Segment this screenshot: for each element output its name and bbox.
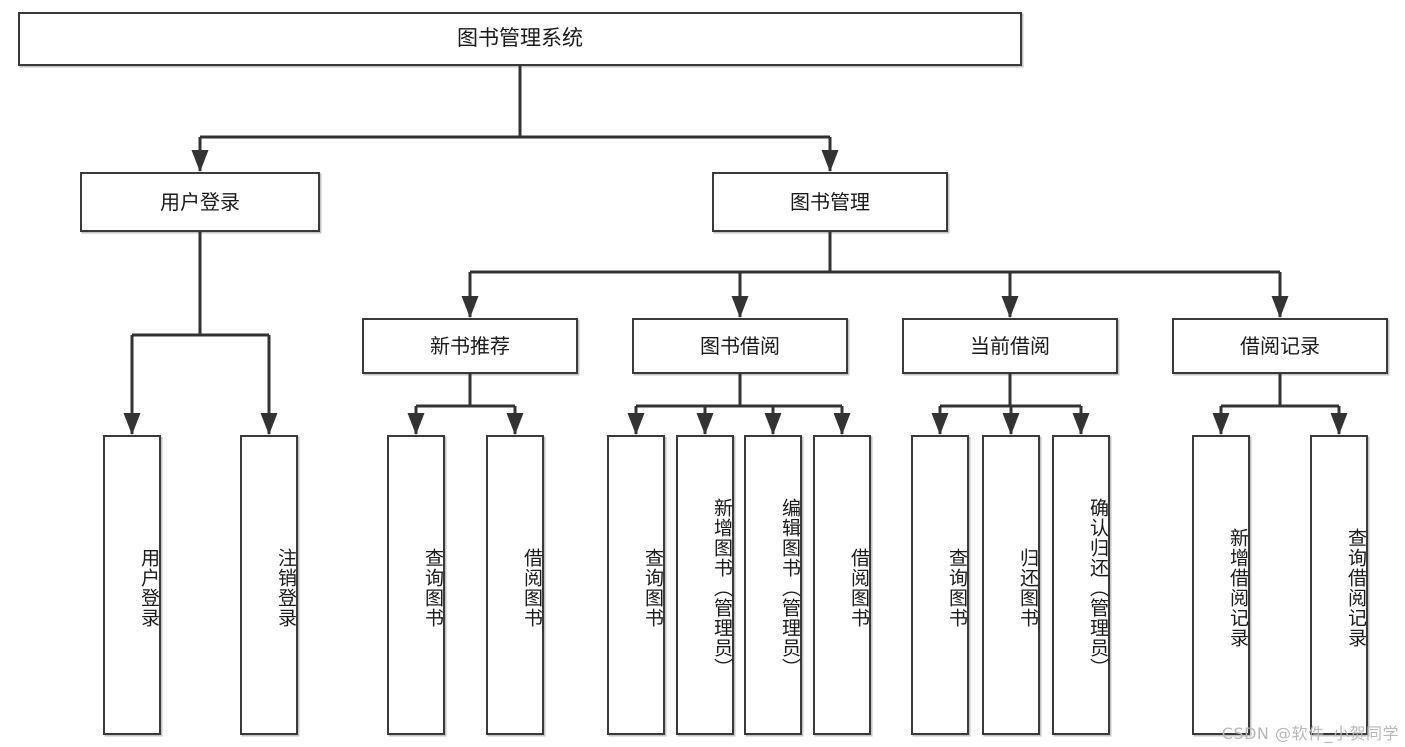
node-label: 用户登录 — [160, 189, 240, 214]
node-label: 图书管理系统 — [457, 26, 583, 51]
node-b1[interactable]: 查询图书 — [607, 435, 665, 735]
node-newbook[interactable]: 新书推荐 — [362, 318, 578, 374]
node-label: 查询图书 — [642, 548, 664, 628]
node-c1[interactable]: 查询图书 — [911, 435, 969, 735]
node-n1[interactable]: 查询图书 — [387, 435, 445, 735]
node-label: 查询图书 — [422, 548, 444, 628]
node-label: 注销登录 — [275, 548, 297, 628]
node-label: 查询图书 — [946, 548, 968, 628]
node-current[interactable]: 当前借阅 — [902, 318, 1118, 374]
arrow-head-icon — [260, 413, 278, 435]
node-root[interactable]: 图书管理系统 — [18, 12, 1022, 66]
node-r1[interactable]: 新增借阅记录 — [1192, 435, 1250, 735]
node-bookmgmt[interactable]: 图书管理 — [712, 172, 948, 232]
node-label: 借阅记录 — [1240, 333, 1320, 358]
node-label: 当前借阅 — [970, 333, 1050, 358]
arrow-head-icon — [191, 150, 209, 172]
arrow-head-icon — [506, 413, 524, 435]
node-l1[interactable]: 用户登录 — [103, 435, 161, 735]
node-label: 归还图书 — [1017, 548, 1039, 628]
node-records[interactable]: 借阅记录 — [1172, 318, 1388, 374]
node-label: 图书借阅 — [700, 333, 780, 358]
node-c3[interactable]: 确认归还（管理员） — [1052, 435, 1110, 735]
arrow-head-icon — [627, 413, 645, 435]
arrow-head-icon — [833, 413, 851, 435]
arrow-head-icon — [696, 413, 714, 435]
arrow-head-icon — [1271, 296, 1289, 318]
node-login[interactable]: 用户登录 — [80, 172, 320, 232]
node-label: 图书管理 — [790, 189, 870, 214]
node-c2[interactable]: 归还图书 — [982, 435, 1040, 735]
node-b3[interactable]: 编辑图书（管理员） — [744, 435, 802, 735]
node-label: 借阅图书 — [521, 548, 543, 628]
node-label: 编辑图书（管理员） — [779, 498, 801, 678]
arrow-head-icon — [821, 150, 839, 172]
watermark: CSDN @软件_小贺同学 — [1221, 724, 1399, 743]
node-l2[interactable]: 注销登录 — [240, 435, 298, 735]
arrow-head-icon — [1330, 413, 1348, 435]
arrow-head-icon — [1212, 413, 1230, 435]
arrow-head-icon — [1001, 296, 1019, 318]
node-label: 确认归还（管理员） — [1087, 498, 1109, 678]
arrow-head-icon — [407, 413, 425, 435]
node-r2[interactable]: 查询借阅记录 — [1310, 435, 1368, 735]
arrow-head-icon — [461, 296, 479, 318]
arrow-head-icon — [1002, 413, 1020, 435]
node-n2[interactable]: 借阅图书 — [486, 435, 544, 735]
arrow-head-icon — [731, 296, 749, 318]
arrow-head-icon — [1072, 413, 1090, 435]
node-label: 查询借阅记录 — [1345, 528, 1367, 648]
arrow-head-icon — [931, 413, 949, 435]
node-label: 用户登录 — [138, 548, 160, 628]
node-b4[interactable]: 借阅图书 — [813, 435, 871, 735]
node-borrow[interactable]: 图书借阅 — [632, 318, 848, 374]
node-label: 新书推荐 — [430, 333, 510, 358]
node-label: 新增借阅记录 — [1227, 528, 1249, 648]
arrow-head-icon — [764, 413, 782, 435]
arrow-head-icon — [123, 413, 141, 435]
node-b2[interactable]: 新增图书（管理员） — [676, 435, 734, 735]
node-label: 新增图书（管理员） — [711, 498, 733, 678]
node-label: 借阅图书 — [848, 548, 870, 628]
